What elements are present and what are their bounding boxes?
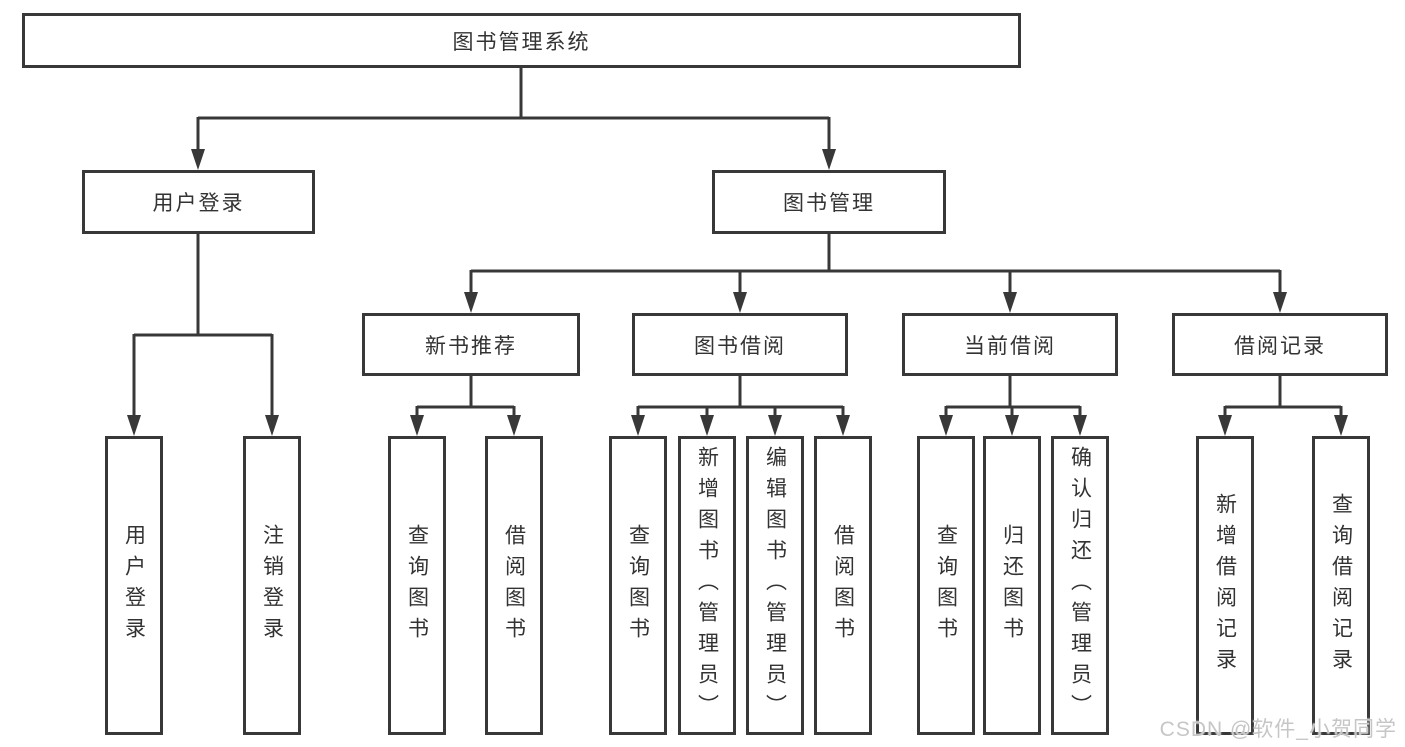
- node-leaf-query-books-1: 查询图书: [388, 436, 446, 735]
- node-leaf-edit-books-admin: 编辑图书（管理员）: [746, 436, 804, 735]
- arrowheads: [127, 149, 1348, 436]
- node-new-book-recommendation: 新书推荐: [362, 313, 580, 376]
- node-current-borrowing: 当前借阅: [902, 313, 1118, 376]
- node-library-management-system: 图书管理系统: [22, 13, 1021, 68]
- node-leaf-query-books-2: 查询图书: [609, 436, 667, 735]
- node-leaf-add-borrow-record: 新增借阅记录: [1196, 436, 1254, 735]
- node-user-login-branch: 用户登录: [82, 170, 315, 234]
- node-borrowing-records: 借阅记录: [1172, 313, 1388, 376]
- node-leaf-query-borrow-record: 查询借阅记录: [1312, 436, 1370, 735]
- node-leaf-borrow-books-1: 借阅图书: [485, 436, 543, 735]
- node-leaf-borrow-books-2: 借阅图书: [814, 436, 872, 735]
- node-leaf-return-books: 归还图书: [983, 436, 1041, 735]
- node-leaf-query-books-3: 查询图书: [917, 436, 975, 735]
- csdn-watermark: CSDN @软件_小贺同学: [1159, 718, 1397, 741]
- node-book-management-branch: 图书管理: [712, 170, 946, 234]
- node-leaf-add-books-admin: 新增图书（管理员）: [678, 436, 736, 735]
- node-leaf-logout: 注销登录: [243, 436, 301, 735]
- node-leaf-user-login: 用户登录: [105, 436, 163, 735]
- node-book-borrowing: 图书借阅: [632, 313, 848, 376]
- node-leaf-confirm-return-admin: 确认归还（管理员）: [1051, 436, 1109, 735]
